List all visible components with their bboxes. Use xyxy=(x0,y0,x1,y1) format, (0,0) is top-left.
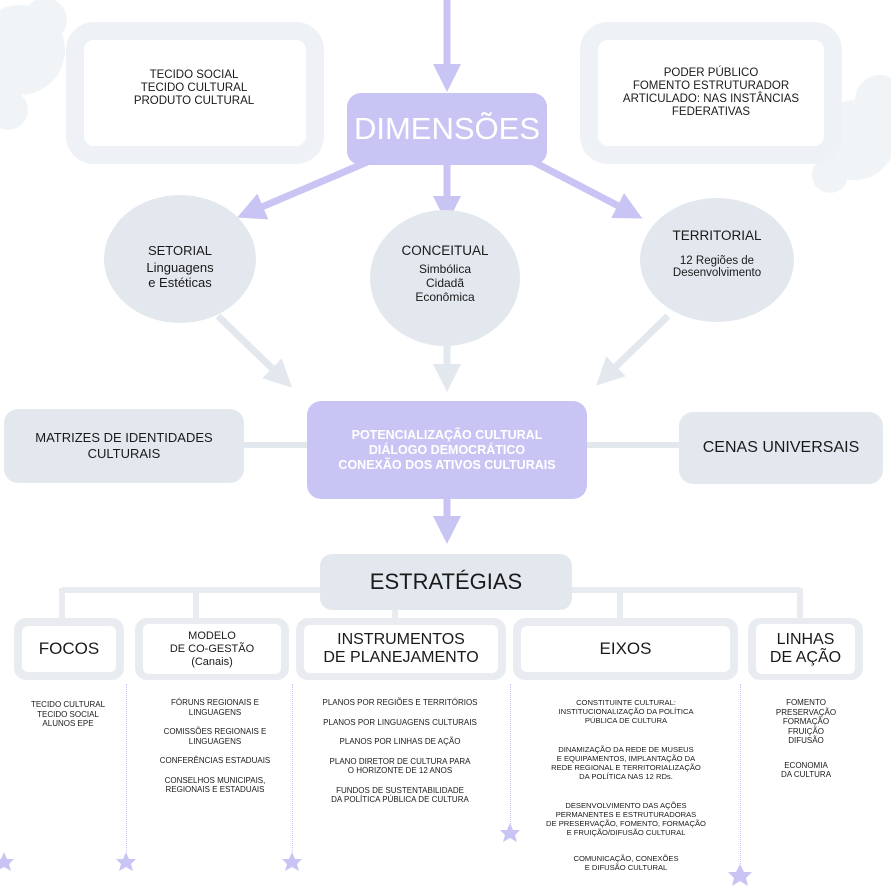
star-icon xyxy=(0,852,14,871)
arrow-to-setorial xyxy=(237,156,374,220)
territorial-title: TERRITORIAL xyxy=(672,228,762,243)
estrategias-box: ESTRATÉGIAS xyxy=(320,554,572,610)
arrow-to-territorial xyxy=(528,156,643,219)
star-icon xyxy=(500,823,520,842)
star-icon xyxy=(728,864,752,886)
paint-splash-left xyxy=(0,0,67,130)
arrow-territorial-center xyxy=(595,313,671,386)
instrumentos-items: PLANOS POR REGIÕES E TERRITÓRIOS PLANOS … xyxy=(322,698,478,804)
modelo-dotted-line xyxy=(292,684,293,852)
focos-header: FOCOS xyxy=(14,618,124,680)
cenas-universais-box: CENAS UNIVERSAIS xyxy=(679,412,883,484)
top-left-frame xyxy=(66,22,324,164)
setorial-title: SETORIAL xyxy=(147,243,213,258)
top-right-frame xyxy=(580,22,842,164)
focos-dotted-line xyxy=(126,684,127,852)
dimensoes-title: DIMENSÕES xyxy=(353,111,541,146)
star-icon xyxy=(116,852,136,871)
linhas-dotted-line xyxy=(740,684,741,864)
star-icon xyxy=(282,852,302,871)
eixos-items: CONSTITUINTE CULTURAL:INSTITUCIONALIZAÇÃ… xyxy=(546,698,706,872)
eixos-dotted-line xyxy=(510,684,511,824)
conceitual-ellipse: CONCEITUAL Simbólica Cidadã Econômica xyxy=(370,210,520,346)
setorial-ellipse: SETORIAL Linguagens e Estéticas xyxy=(104,195,256,323)
conceitual-title: CONCEITUAL xyxy=(401,243,489,258)
territorial-ellipse: TERRITORIAL 12 Regiões de Desenvolviment… xyxy=(640,198,794,322)
dimensoes-box: DIMENSÕES xyxy=(347,93,547,165)
arrow-setorial-center xyxy=(215,313,293,388)
eixos-header: EIXOS xyxy=(513,618,738,680)
